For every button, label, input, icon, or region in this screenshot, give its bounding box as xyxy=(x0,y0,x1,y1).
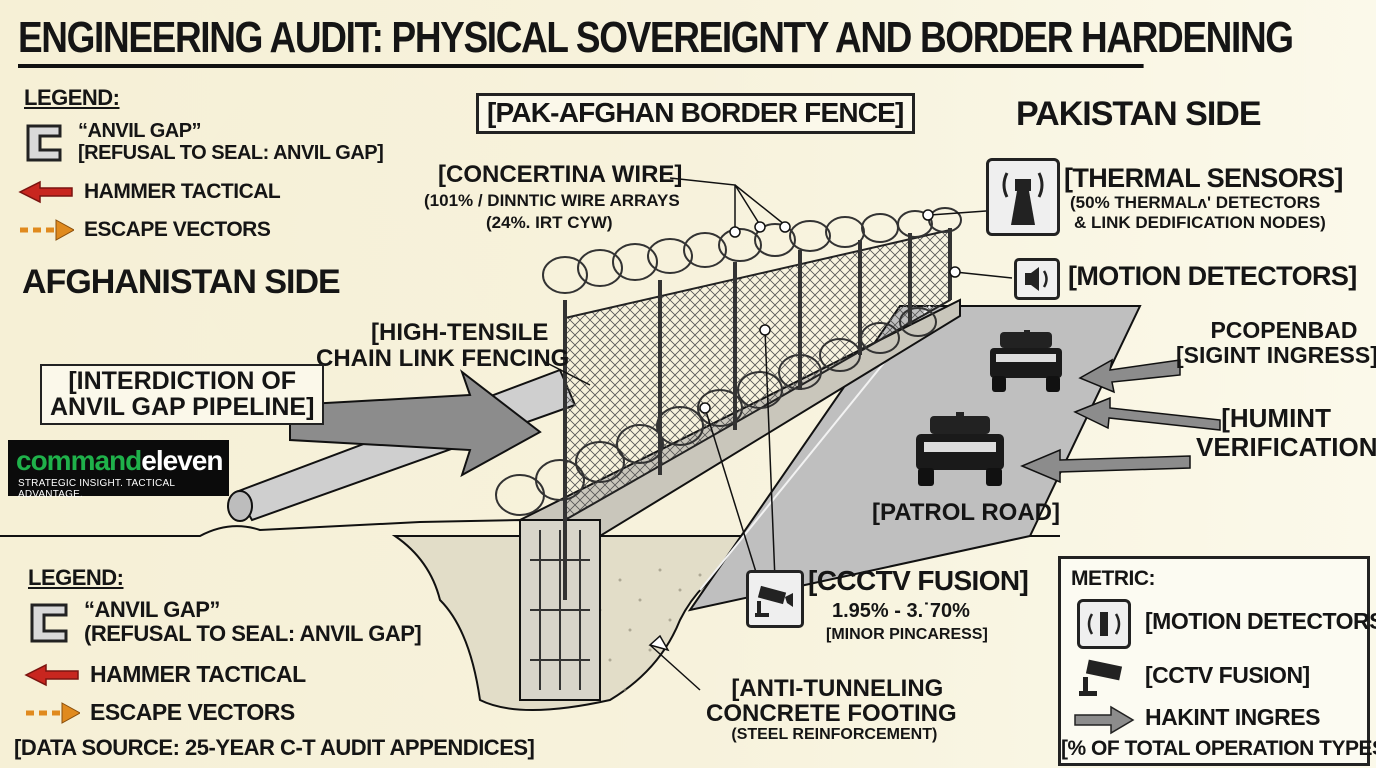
cctv-sub2: [MINOR PINCARESS] xyxy=(826,626,988,643)
red-arrow-icon xyxy=(18,180,73,204)
metric-panel: METRIC: [MOTION DETECTORS] [CCTV FUSION]… xyxy=(1058,556,1376,766)
thermal-sub2: & LINK DEDIFICATION NODES) xyxy=(1074,213,1326,232)
anti-tunneling-label: [ANTI-TUNNELING CONCRETE FOOTING (STEEL … xyxy=(706,675,957,743)
dashed-orange-arrow-icon xyxy=(20,219,74,241)
chain-link-label: [HIGH-TENSILE CHAIN LINK FENCING xyxy=(316,319,570,373)
legend-item-escape: ESCAPE VECTORS xyxy=(18,218,271,242)
gray-arrow-icon xyxy=(1074,705,1135,735)
legend-item-escape-bottom: ESCAPE VECTORS xyxy=(24,699,295,725)
bracket-gap-icon xyxy=(30,603,68,643)
commandeleven-logo: commandeleven STRATEGIC INSIGHT. TACTICA… xyxy=(8,440,229,500)
thermal-sensor-icon xyxy=(986,158,1060,236)
sigint-label: PCOPENBAD [SIGINT INGRESS] xyxy=(1176,317,1376,369)
legend-item-anvil-gap-bottom: “ANVIL GAP” (REFUSAL TO SEAL: ANVIL GAP] xyxy=(28,597,422,646)
humint-label: [HUMINT VERIFICATION] xyxy=(1196,403,1376,462)
metric-cctv-label: [CCTV FUSION] xyxy=(1145,662,1310,688)
metric-motion-label: [MOTION DETECTORS] xyxy=(1145,608,1376,634)
thermal-sub: (50% THERMALʌ' DETECTORS xyxy=(1070,193,1321,212)
cctv-camera-icon xyxy=(746,570,804,628)
motion-detector-icon xyxy=(1014,258,1060,300)
metric-footer: [% OF TOTAL OPERATION TYPES] xyxy=(1061,737,1376,760)
patrol-vehicle-icon xyxy=(990,330,1062,392)
patrol-road xyxy=(687,305,1142,612)
concertina-wire xyxy=(542,207,962,294)
dashed-orange-arrow-icon xyxy=(26,701,80,724)
pakistan-side-label: PAKISTAN SIDE xyxy=(1016,95,1262,133)
fence-label: [PAK-AFGHAN BORDER FENCE] xyxy=(476,93,915,134)
afghanistan-side-label: AFGHANISTAN SIDE xyxy=(22,263,341,301)
legend-item-anvil-gap: “ANVIL GAP” [REFUSAL TO SEAL: ANVIL GAP] xyxy=(24,120,384,164)
legend-heading-bottom: LEGEND: xyxy=(28,565,124,590)
cctv-title: [CCCTV FUSION] xyxy=(808,565,1029,596)
legend-heading: LEGEND: xyxy=(24,85,120,110)
cctv-sub: 1.95% - 3.˙70% xyxy=(832,600,970,622)
concertina-title: [CONCERTINA WIRE] xyxy=(438,161,683,188)
legend-item-hammer-bottom: HAMMER TACTICAL xyxy=(24,661,306,687)
motion-label: [MOTION DETECTORS] xyxy=(1068,261,1357,291)
interdiction-label: [INTERDICTION OF ANVIL GAP PIPELINE] xyxy=(40,364,325,425)
thermal-title: [THERMAL SENSORS] xyxy=(1064,163,1343,193)
patrol-road-label: [PATROL ROAD] xyxy=(872,499,1060,526)
patrol-vehicle-icon xyxy=(916,412,1004,486)
page-title: ENGINEERING AUDIT: PHYSICAL SOVEREIGNTY … xyxy=(18,14,1294,68)
bracket-gap-icon xyxy=(26,124,62,162)
concertina-sub2: (24%. IRT CYW) xyxy=(486,213,613,232)
interdiction-arrow xyxy=(289,369,542,478)
ground-line xyxy=(0,518,521,537)
concertina-sub: (101% / DINNTIC WIRE ARRAYS xyxy=(424,191,680,210)
legend-item-hammer: HAMMER TACTICAL xyxy=(18,180,281,204)
data-source-label: [DATA SOURCE: 25-YEAR C-T AUDIT APPENDIC… xyxy=(14,735,535,760)
cctv-camera-icon xyxy=(1079,659,1123,696)
red-arrow-icon xyxy=(24,663,79,686)
metric-heading: METRIC: xyxy=(1071,567,1156,590)
motion-detector-icon xyxy=(1077,599,1131,649)
metric-hakint-label: HAKINT INGRES xyxy=(1145,704,1320,730)
